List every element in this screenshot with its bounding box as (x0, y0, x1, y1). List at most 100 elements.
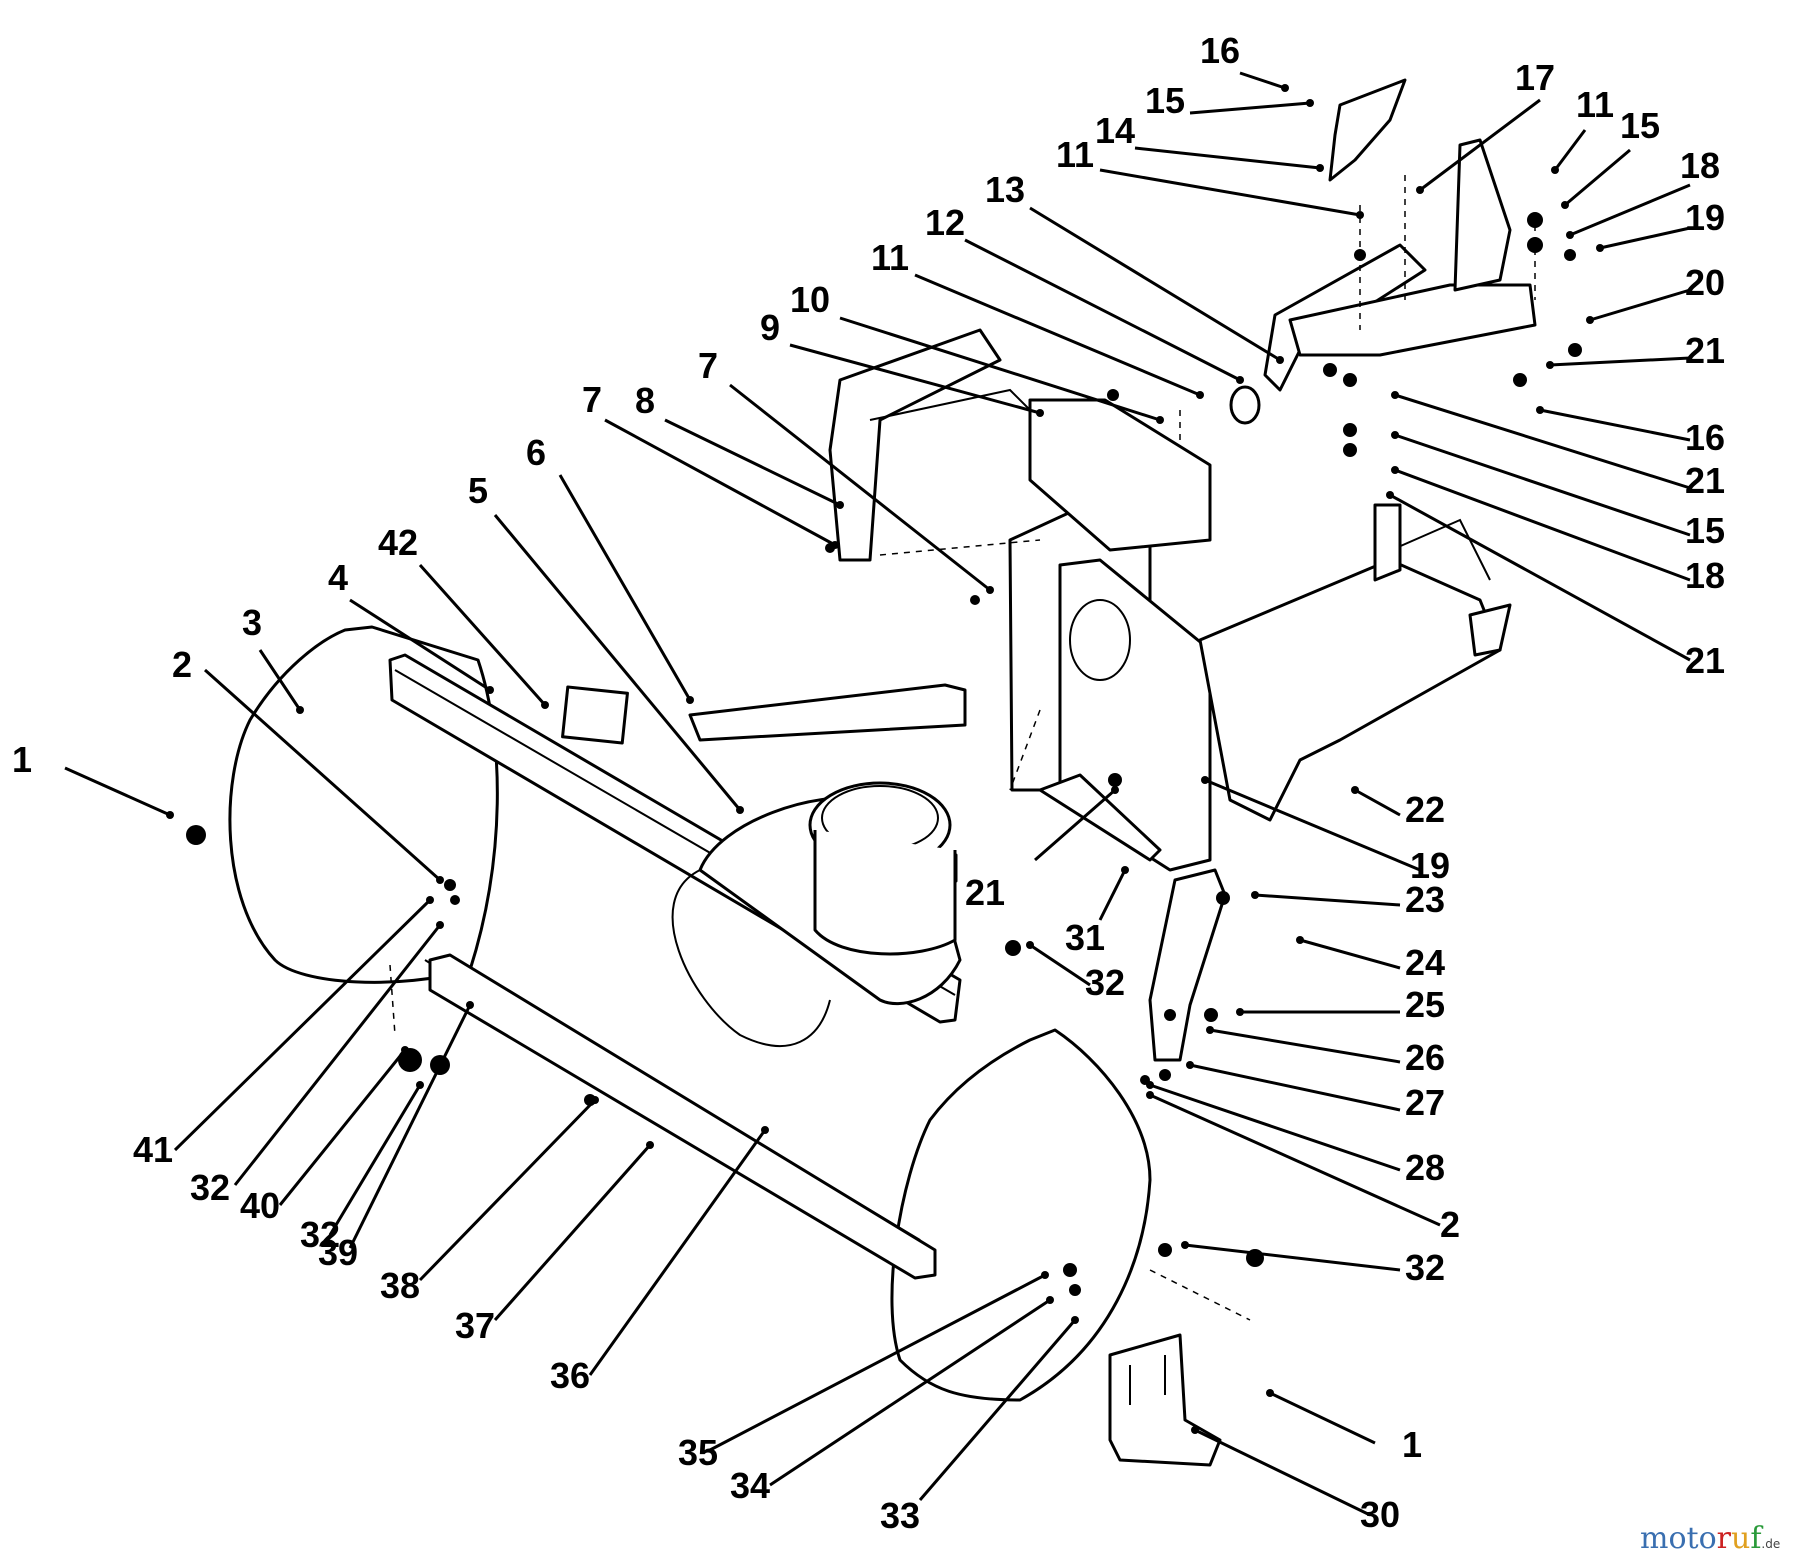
callout-label-15: 15 (1145, 80, 1185, 121)
callout-dot-18 (1566, 231, 1574, 239)
callout-leader-34 (769, 1298, 1051, 1487)
hitch-frame (1198, 558, 1502, 822)
auger-housing-curve (671, 869, 831, 1047)
callout-leader-24 (1299, 938, 1401, 970)
callout-leader-5 (493, 514, 742, 811)
drawing (186, 78, 1582, 1467)
callout-leader-21 (1034, 788, 1116, 862)
callout-leader-15 (1189, 101, 1311, 115)
callout-label-15: 15 (1620, 105, 1660, 146)
callout-dot-6 (686, 696, 694, 704)
callout-label-2: 2 (172, 644, 192, 685)
callout-leader-1 (1269, 1391, 1376, 1445)
callout-dot-20 (1586, 316, 1594, 324)
callout-dot-32 (1026, 941, 1034, 949)
callout-label-1: 1 (1402, 1424, 1422, 1465)
callout-label-32: 32 (300, 1214, 340, 1255)
callout-label-13: 13 (985, 169, 1025, 210)
callout-dot-24 (1296, 936, 1304, 944)
scraper-bar (428, 953, 937, 1280)
callout-dot-38 (591, 1096, 599, 1104)
callout-label-7: 7 (698, 345, 718, 386)
skid-bracket (688, 683, 967, 742)
callout-dot-8 (836, 501, 844, 509)
callout-dot-1 (1266, 1389, 1274, 1397)
callout-dot-21 (1391, 391, 1399, 399)
callout-label-7: 7 (582, 379, 602, 420)
callout-dot-7 (831, 541, 839, 549)
callout-dot-12 (1236, 376, 1244, 384)
callout-label-6: 6 (526, 432, 546, 473)
callout-dot-39 (466, 1001, 474, 1009)
callout-dot-16 (1536, 406, 1544, 414)
callout-leader-10 (839, 316, 1161, 422)
callout-dot-15 (1561, 201, 1569, 209)
callout-dot-21 (1386, 491, 1394, 499)
callout-label-21: 21 (1685, 640, 1725, 681)
callouts: 1122345677891011111112131415151516161718… (12, 30, 1725, 1536)
callout-dot-11 (1356, 211, 1364, 219)
callout-dot-21 (1111, 786, 1119, 794)
frame-hole (1069, 599, 1131, 681)
callout-dot-31 (1121, 866, 1129, 874)
callout-label-14: 14 (1095, 110, 1135, 151)
callout-dot-37 (646, 1141, 654, 1149)
callout-dot-19 (1596, 244, 1604, 252)
callout-label-32: 32 (1085, 962, 1125, 1003)
callout-dot-26 (1206, 1026, 1214, 1034)
callout-leader-18 (1569, 183, 1691, 237)
callout-leader-35 (709, 1273, 1046, 1452)
callout-leader-7 (729, 383, 991, 592)
callout-leader-30 (1194, 1428, 1371, 1517)
callout-label-2: 2 (1440, 1204, 1460, 1245)
callout-label-5: 5 (468, 470, 488, 511)
callout-label-26: 26 (1405, 1037, 1445, 1078)
callout-dot-17 (1416, 186, 1424, 194)
callout-leader-12 (964, 238, 1241, 382)
callout-label-27: 27 (1405, 1082, 1445, 1123)
assembly-lines (389, 175, 1536, 1321)
callout-leader-16 (1539, 408, 1691, 442)
callout-dot-5 (736, 806, 744, 814)
callout-label-37: 37 (455, 1305, 495, 1346)
bottom-skid-shoe (1108, 1333, 1222, 1467)
callout-label-32: 32 (190, 1167, 230, 1208)
callout-leader-21 (1389, 493, 1691, 662)
callout-dot-19 (1201, 776, 1209, 784)
callout-leader-19 (1599, 226, 1691, 250)
callout-dot-25 (1236, 1008, 1244, 1016)
callout-leader-11 (1553, 129, 1587, 171)
callout-dot-35 (1041, 1271, 1049, 1279)
callout-leader-3 (258, 649, 302, 711)
pin-31 (1038, 773, 1162, 862)
callout-label-38: 38 (380, 1265, 420, 1306)
callout-leader-2 (204, 668, 441, 882)
callout-label-30: 30 (1360, 1494, 1400, 1535)
callout-leader-32 (1184, 1243, 1401, 1272)
callout-leader-7 (604, 418, 836, 547)
callout-leader-22 (1354, 788, 1401, 817)
callout-dot-32 (1181, 1241, 1189, 1249)
callout-leader-42 (418, 564, 547, 706)
callout-leader-33 (918, 1319, 1077, 1501)
callout-label-18: 18 (1685, 555, 1725, 596)
callout-leader-38 (418, 1098, 597, 1282)
watermark-u: u (1731, 1521, 1750, 1556)
callout-leader-21 (1394, 393, 1691, 490)
callout-label-23: 23 (1405, 879, 1445, 920)
side-guard (828, 328, 1002, 562)
callout-dot-23 (1251, 891, 1259, 899)
callout-leader-2 (1149, 1093, 1441, 1227)
callout-dot-11 (1196, 391, 1204, 399)
callout-dot-11 (1551, 166, 1559, 174)
callout-leader-32 (328, 1084, 422, 1236)
watermark-text: motoruf.de (1640, 1521, 1780, 1556)
callout-leader-23 (1254, 893, 1401, 907)
watermark-moto: moto (1640, 1521, 1717, 1556)
callout-label-4: 4 (328, 557, 348, 598)
callout-leader-1 (64, 766, 171, 817)
callout-dot-32 (436, 921, 444, 929)
callout-label-16: 16 (1685, 417, 1725, 458)
callout-leader-37 (493, 1144, 652, 1321)
callout-leader-11 (1099, 168, 1361, 217)
